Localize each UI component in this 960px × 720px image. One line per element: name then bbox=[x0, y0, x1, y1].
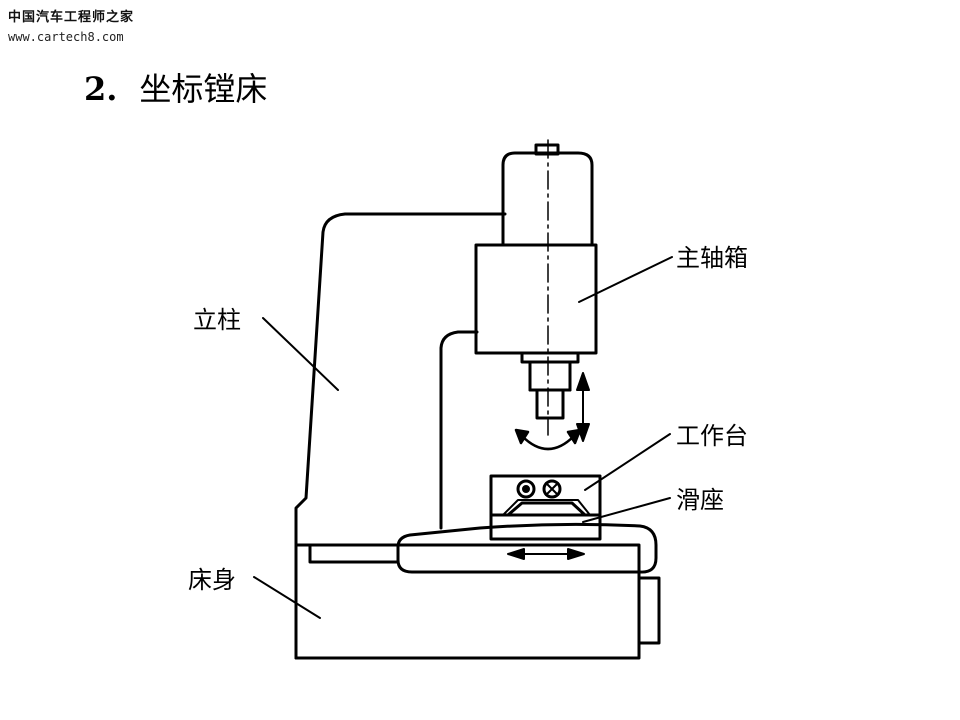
watermark-url: www.cartech8.com bbox=[8, 30, 124, 44]
column-foot bbox=[308, 543, 400, 564]
slide-base bbox=[396, 522, 658, 574]
leader-column bbox=[262, 317, 339, 391]
section-number: 2. bbox=[84, 70, 118, 108]
label-column: 立柱 bbox=[193, 306, 241, 334]
rotation-arrow bbox=[514, 428, 582, 451]
leader-slide bbox=[582, 497, 671, 523]
label-bed: 床身 bbox=[188, 566, 236, 594]
leader-bed bbox=[253, 576, 321, 619]
watermark-title: 中国汽车工程师之家 bbox=[8, 10, 135, 25]
page-title: 2. 坐标镗床 bbox=[84, 64, 267, 110]
leader-worktable bbox=[584, 433, 671, 491]
column-inner-edge bbox=[439, 330, 479, 530]
leader-spindle-box bbox=[578, 256, 673, 303]
worktable bbox=[489, 474, 602, 517]
spindle-box bbox=[474, 143, 598, 355]
slide bbox=[489, 513, 602, 541]
section-title: 坐标镗床 bbox=[139, 70, 268, 108]
horizontal-feed-arrow bbox=[507, 548, 585, 560]
bed-body bbox=[294, 543, 661, 660]
label-slide: 滑座 bbox=[676, 486, 724, 514]
column-outline bbox=[294, 212, 507, 547]
label-spindle-box: 主轴箱 bbox=[676, 244, 748, 272]
spindle bbox=[520, 351, 580, 420]
label-worktable: 工作台 bbox=[676, 422, 748, 450]
